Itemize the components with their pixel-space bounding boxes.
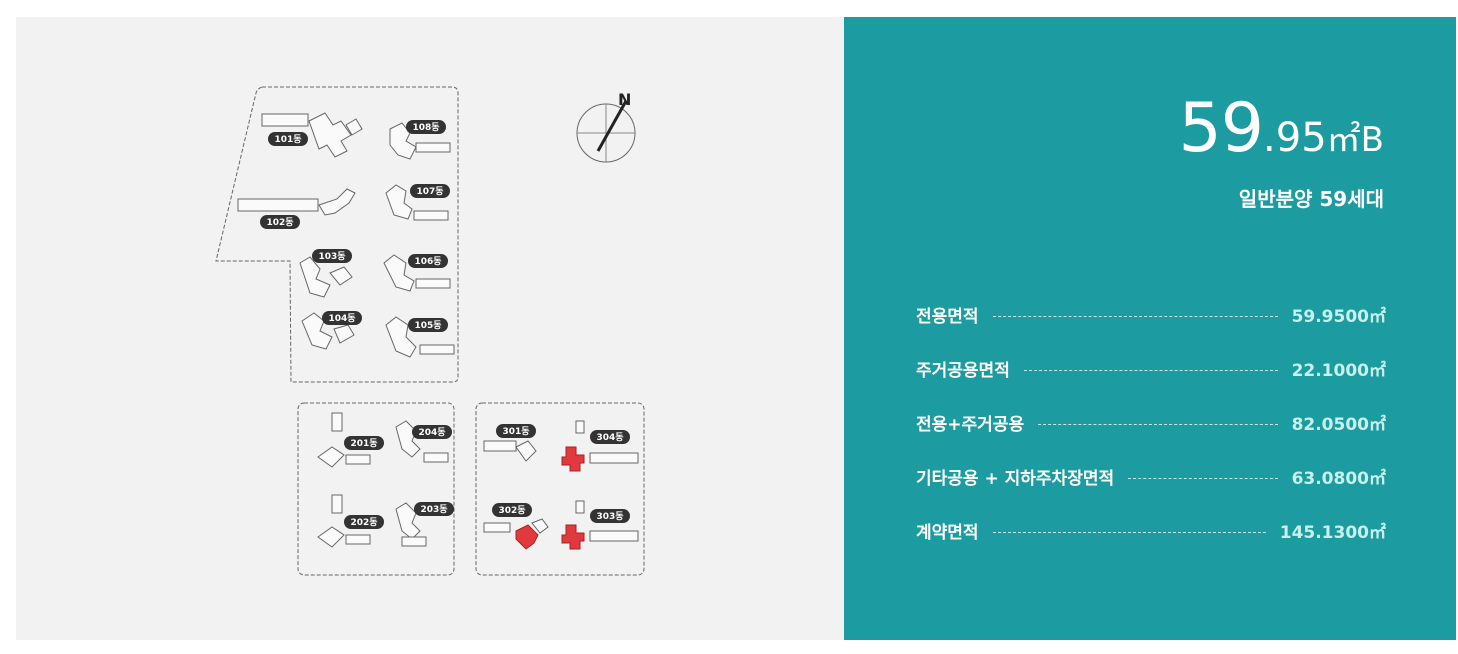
spec-value: 145.1300㎡ — [1279, 522, 1386, 543]
compass-label: N — [618, 90, 631, 109]
spec-leader — [992, 531, 1266, 533]
label-302: 302동 — [498, 505, 525, 516]
label-204: 204동 — [418, 427, 445, 438]
area-unit: ㎡ — [1326, 120, 1361, 160]
site-plan-panel: N — [16, 17, 844, 640]
spec-row: 기타공용 + 지하주차장면적 63.0800㎡ — [916, 449, 1386, 503]
spec-label: 전용+주거공용 — [916, 414, 1025, 435]
unit-info-panel: 59.95㎡B 일반분양 59세대 전용면적 59.9500㎡ 주거공용면적 2… — [844, 17, 1456, 640]
label-203: 203동 — [420, 504, 447, 515]
spec-label: 계약면적 — [916, 522, 979, 543]
spec-row: 전용+주거공용 82.0500㎡ — [916, 395, 1386, 449]
unit-type: B — [1360, 120, 1384, 160]
spec-value: 59.9500㎡ — [1291, 306, 1386, 327]
spec-label: 기타공용 + 지하주차장면적 — [916, 468, 1115, 489]
label-301: 301동 — [502, 426, 529, 437]
spec-leader — [1023, 369, 1278, 371]
label-101: 101동 — [274, 134, 301, 145]
zone-200-outline — [297, 402, 455, 576]
compass-icon: N — [576, 90, 636, 163]
label-108: 108동 — [412, 122, 439, 133]
highlighted-units — [515, 446, 585, 550]
spec-row: 전용면적 59.9500㎡ — [916, 287, 1386, 341]
label-304: 304동 — [596, 432, 623, 443]
label-104: 104동 — [328, 313, 355, 324]
spec-row: 주거공용면적 22.1000㎡ — [916, 341, 1386, 395]
zone-300-outline — [475, 402, 645, 576]
area-decimal: .95 — [1263, 115, 1327, 161]
spec-label: 전용면적 — [916, 306, 979, 327]
spec-list: 전용면적 59.9500㎡ 주거공용면적 22.1000㎡ 전용+주거공용 82… — [916, 287, 1386, 557]
label-202: 202동 — [350, 517, 377, 528]
spec-label: 주거공용면적 — [916, 360, 1010, 381]
spec-value: 82.0500㎡ — [1291, 414, 1386, 435]
spec-leader — [1038, 423, 1278, 425]
spec-row: 계약면적 145.1300㎡ — [916, 503, 1386, 557]
zone-100-outline — [215, 86, 459, 383]
label-105: 105동 — [414, 320, 441, 331]
spec-value: 22.1000㎡ — [1291, 360, 1386, 381]
area-whole: 59 — [1178, 89, 1265, 168]
label-201: 201동 — [350, 438, 377, 449]
unit-area-heading: 59.95㎡B — [1179, 89, 1384, 168]
unit-subtitle: 일반분양 59세대 — [1238, 187, 1384, 211]
label-107: 107동 — [416, 186, 443, 197]
label-106: 106동 — [414, 256, 441, 267]
label-102: 102동 — [266, 217, 293, 228]
spec-value: 63.0800㎡ — [1291, 468, 1386, 489]
label-303: 303동 — [596, 511, 623, 522]
label-103: 103동 — [318, 251, 345, 262]
spec-leader — [1128, 477, 1278, 479]
site-plan-map: N — [215, 86, 645, 576]
spec-leader — [992, 315, 1278, 317]
building-labels: 101동 102동 103동 104동 105동 106동 107동 108동 … — [260, 120, 630, 529]
